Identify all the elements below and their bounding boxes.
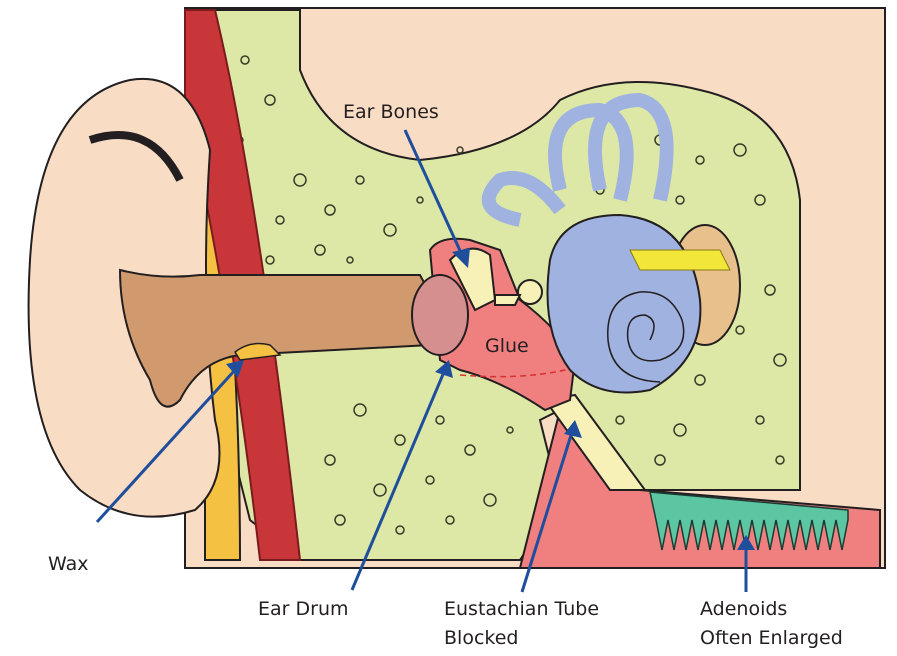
label-ear-drum: Ear Drum [258,598,349,620]
label-adenoids-line2: Often Enlarged [700,627,843,649]
label-eustachian-line2: Blocked [444,627,518,649]
cochlea [548,215,701,393]
ear-drum [412,275,468,355]
label-wax: Wax [48,553,88,575]
label-eustachian-line1: Eustachian Tube [444,598,599,620]
label-glue: Glue [485,335,529,357]
label-adenoids-line1: Adenoids [700,598,787,620]
auditory-nerve [630,250,730,270]
label-ear-bones: Ear Bones [343,101,439,123]
